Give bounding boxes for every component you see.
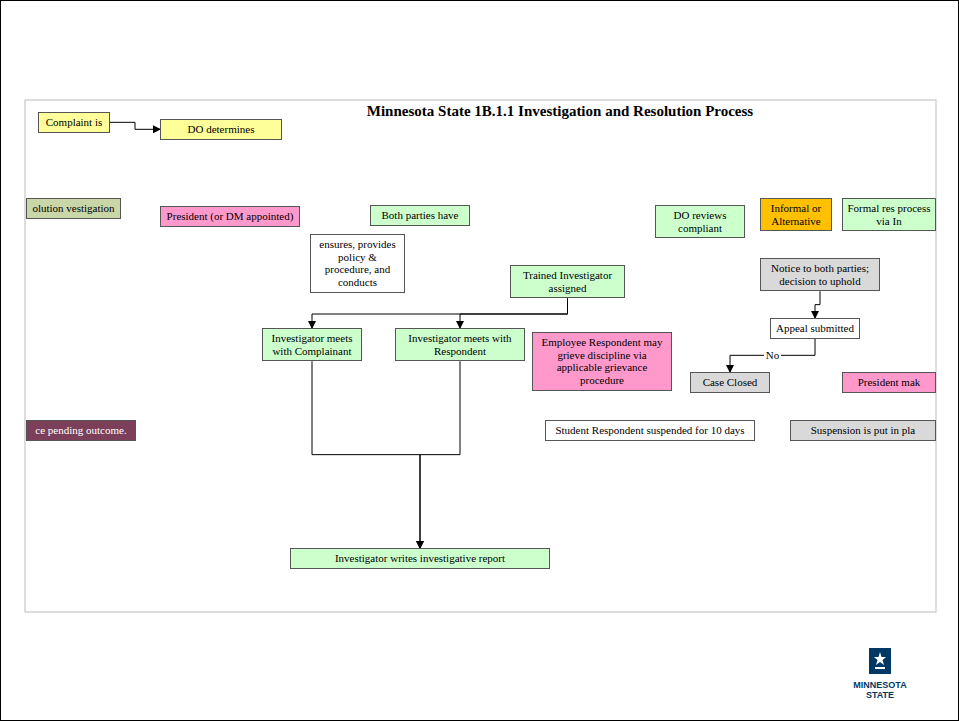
box-text: Formal res process via In (847, 202, 931, 227)
flow-arrow (110, 122, 160, 129)
process-box: DO reviews compliant (655, 205, 745, 238)
process-box: Formal res process via In (842, 198, 936, 231)
box-text: Employee Respondent may grieve disciplin… (537, 336, 667, 387)
flow-arrow (730, 339, 815, 372)
box-text: Investigator writes investigative report (295, 552, 545, 565)
flow-arrow (460, 298, 568, 328)
box-text: President mak (847, 376, 931, 389)
logo-mark (869, 648, 891, 674)
edge-label: No (764, 349, 781, 361)
box-text: Case Closed (695, 376, 765, 389)
logo-text: MINNESOTA STATE (840, 680, 920, 700)
box-text: Student Respondent suspended for 10 days (550, 424, 750, 437)
box-text: DO reviews compliant (660, 209, 740, 234)
process-box: Employee Respondent may grieve disciplin… (532, 332, 672, 391)
box-text: Trained Investigator assigned (515, 269, 620, 294)
flow-arrow (312, 298, 568, 328)
box-text: Investigator meets with Complainant (267, 332, 357, 357)
box-text: ce pending outcome. (31, 424, 131, 437)
process-box: Student Respondent suspended for 10 days (545, 420, 755, 441)
chart-area (25, 100, 936, 612)
process-box: ce pending outcome. (26, 420, 136, 441)
process-box: olution vestigation (26, 198, 121, 219)
process-box: President (or DM appointed) (160, 206, 300, 227)
box-text: Appeal submitted (775, 322, 855, 335)
process-box: Informal or Alternative (760, 198, 832, 231)
box-text: DO determines (165, 123, 277, 136)
process-box: Trained Investigator assigned (510, 265, 625, 298)
box-text: ensures, provides policy & procedure, an… (315, 238, 400, 289)
process-box: Appeal submitted (770, 318, 860, 339)
box-text: Investigator meets with Respondent (400, 332, 520, 357)
box-text: Both parties have (375, 209, 465, 222)
process-box: DO determines (160, 119, 282, 140)
process-box: Investigator meets with Complainant (262, 328, 362, 361)
process-box: Notice to both parties; decision to upho… (760, 258, 880, 291)
process-box: Both parties have (370, 205, 470, 226)
flow-arrow (815, 291, 820, 318)
box-text: Notice to both parties; decision to upho… (765, 262, 875, 287)
box-text: President (or DM appointed) (165, 210, 295, 223)
process-box: Investigator meets with Respondent (395, 328, 525, 361)
process-box: Investigator writes investigative report (290, 548, 550, 569)
flow-arrow (312, 361, 420, 548)
process-box: Suspension is put in pla (790, 420, 936, 441)
process-box: President mak (842, 372, 936, 393)
process-box: Complaint is (38, 112, 110, 133)
process-box: Case Closed (690, 372, 770, 393)
diagram-title: Minnesota State 1B.1.1 Investigation and… (300, 103, 820, 120)
process-box: ensures, provides policy & procedure, an… (310, 234, 405, 293)
box-text: Informal or Alternative (765, 202, 827, 227)
flow-arrow (420, 361, 460, 548)
box-text: olution vestigation (31, 202, 116, 215)
box-text: Suspension is put in pla (795, 424, 931, 437)
box-text: Complaint is (43, 116, 105, 129)
logo: MINNESOTA STATE (840, 648, 920, 700)
